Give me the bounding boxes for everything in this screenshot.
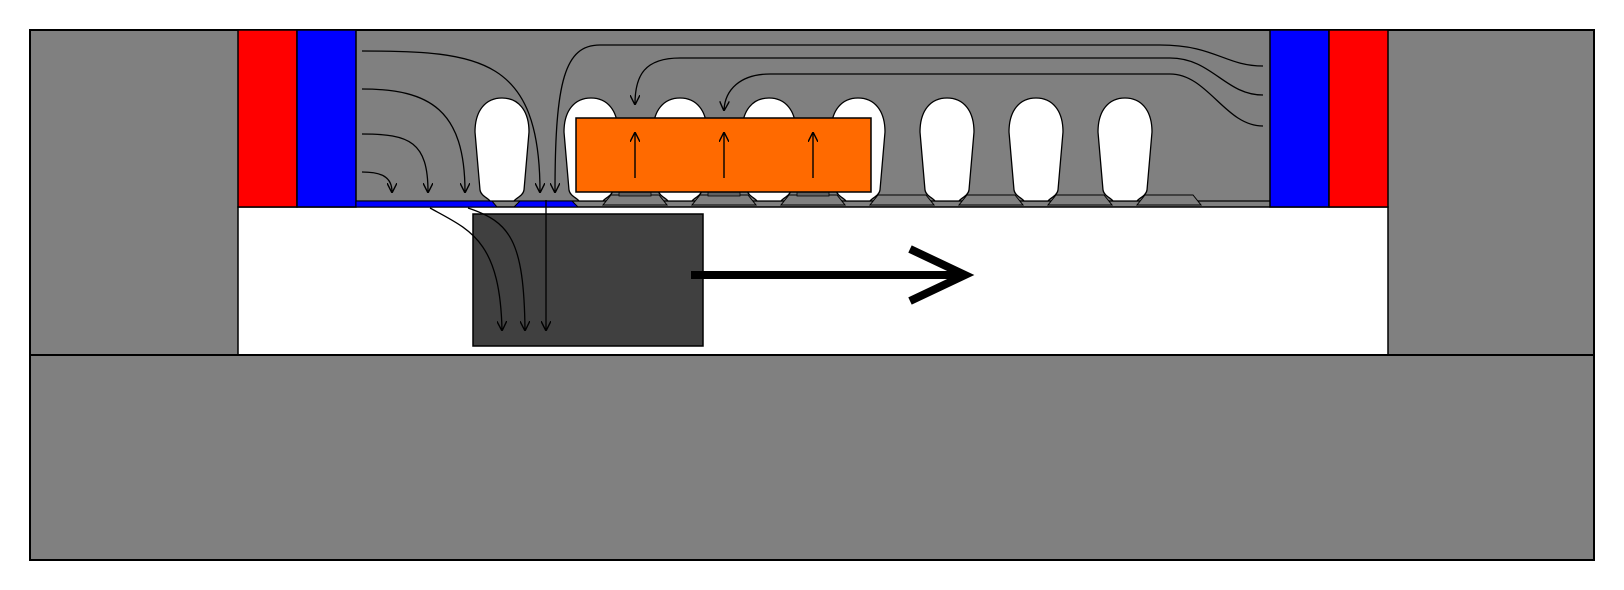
pole-shoe bbox=[779, 194, 847, 206]
flux-line bbox=[467, 207, 525, 330]
coil-field-arrows bbox=[635, 133, 813, 178]
right-magnet-red bbox=[1328, 29, 1389, 208]
flux-lines-left bbox=[361, 50, 546, 330]
flux-line bbox=[361, 171, 392, 192]
pole-shoe bbox=[601, 194, 669, 206]
flux-line bbox=[361, 133, 428, 192]
pole-shoe bbox=[868, 194, 936, 206]
pole-shoe bbox=[1135, 194, 1203, 206]
stator-slot bbox=[474, 97, 530, 202]
flux-line bbox=[555, 44, 1264, 192]
pole-shoe bbox=[957, 194, 1025, 206]
flux-line bbox=[724, 73, 1264, 127]
stator-slot bbox=[919, 97, 975, 202]
pole-shoes bbox=[601, 191, 1203, 206]
pole-segment-1 bbox=[355, 200, 499, 208]
flux-line bbox=[429, 207, 502, 330]
moving-block bbox=[472, 213, 704, 347]
pole-shoe bbox=[690, 194, 758, 206]
left-magnet-red bbox=[237, 29, 298, 208]
motion-arrow bbox=[691, 245, 975, 305]
flux-lines-right bbox=[555, 44, 1264, 192]
bold-right-arrow-head bbox=[908, 245, 975, 305]
air-gap-channel bbox=[237, 206, 1389, 356]
stator-slot bbox=[1097, 97, 1153, 202]
left-magnet-blue bbox=[296, 29, 357, 208]
stator-slot bbox=[1008, 97, 1064, 202]
flux-line bbox=[361, 50, 540, 192]
right-magnet-blue bbox=[1269, 29, 1330, 208]
flux-line bbox=[635, 57, 1264, 104]
pole-shoe bbox=[1046, 194, 1114, 206]
flux-line bbox=[361, 88, 465, 192]
